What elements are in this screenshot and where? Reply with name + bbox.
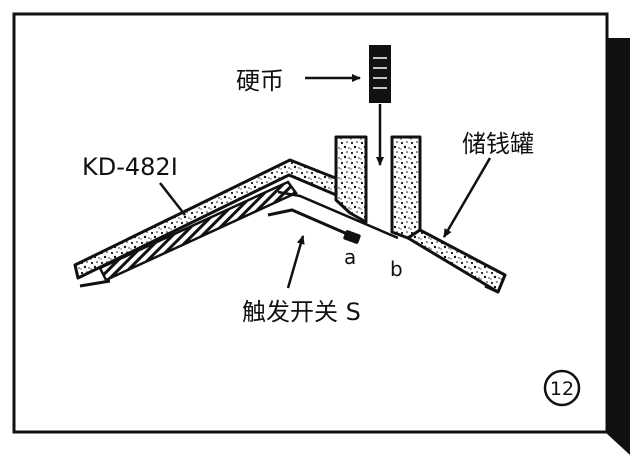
figure-number: 12 bbox=[550, 378, 574, 400]
card-frame bbox=[12, 12, 609, 434]
figure-number-badge bbox=[543, 369, 581, 407]
left-bottom-edge bbox=[79, 279, 111, 288]
switch-leaf-b bbox=[277, 190, 399, 240]
contact-a-label: a bbox=[344, 245, 356, 269]
coin-label: 硬币 bbox=[236, 67, 284, 95]
chute-left-wall bbox=[334, 135, 368, 224]
switch-contact-a bbox=[343, 230, 361, 244]
coin-icon bbox=[369, 45, 391, 103]
model-pointer-line bbox=[159, 182, 186, 216]
piggy-bank-label: 储钱罐 bbox=[462, 130, 534, 158]
switch-pointer-arrow bbox=[286, 235, 305, 289]
trigger-switch-label: 触发开关 S bbox=[242, 298, 361, 326]
right-casing-wall bbox=[406, 228, 507, 294]
piggy-bank-pointer-arrow bbox=[442, 157, 492, 238]
contact-b-label: b bbox=[390, 257, 403, 281]
right-bottom-edge bbox=[484, 284, 499, 294]
left-inner-plate bbox=[98, 180, 298, 282]
model-label: KD-482I bbox=[82, 153, 178, 181]
switch-leaf-a bbox=[267, 208, 353, 238]
chute-right-wall bbox=[390, 135, 422, 240]
